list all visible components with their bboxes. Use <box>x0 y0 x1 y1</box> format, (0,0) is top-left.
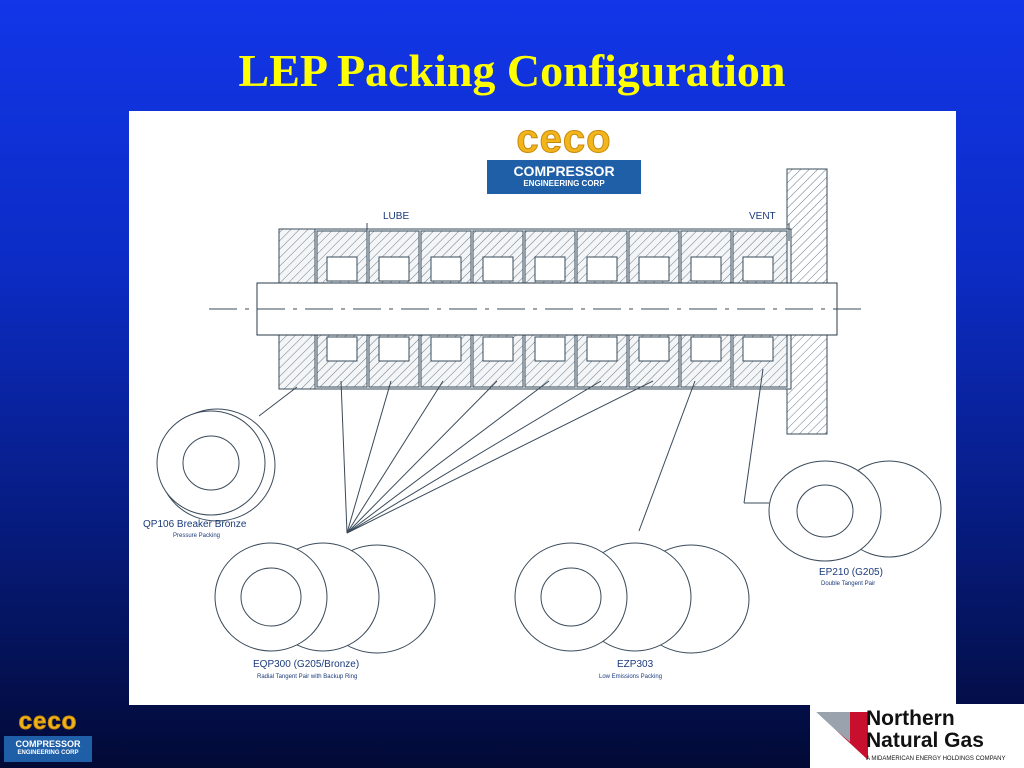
ceco-logo-bottom: ceco COMPRESSOR ENGINEERING CORP <box>4 708 92 766</box>
ceco-line2-small: ENGINEERING CORP <box>17 750 79 756</box>
ep210-rings <box>768 460 942 562</box>
vent-label: VENT <box>749 211 776 222</box>
packing-diagram: LUBE VENT QP106 Breaker Bronze Pressure … <box>129 111 956 705</box>
leader-lines <box>258 368 769 534</box>
northern-natural-gas-logo: Northern Natural Gas A MIDAMERICAN ENERG… <box>810 704 1024 768</box>
ng-tagline: A MIDAMERICAN ENERGY HOLDINGS COMPANY <box>866 756 1006 762</box>
ceco-line2: ENGINEERING CORP <box>523 179 605 188</box>
part-ep210-desc: Double Tangent Pair <box>821 581 875 587</box>
ceco-wordmark-small: ceco <box>18 708 78 736</box>
part-ep210-name: EP210 (G205) <box>819 567 883 578</box>
part-eqp300-desc: Radial Tangent Pair with Backup Ring <box>257 674 357 680</box>
slide-title: LEP Packing Configuration <box>238 45 786 96</box>
part-qp106-desc: Pressure Packing <box>173 533 220 539</box>
ceco-line1-small: COMPRESSOR <box>15 739 81 749</box>
part-ezp303-name: EZP303 <box>617 659 654 670</box>
ceco-wordmark: ceco <box>516 117 612 161</box>
lube-label: LUBE <box>383 211 409 222</box>
part-ezp303-desc: Low Emissions Packing <box>599 674 662 680</box>
eqp300-rings <box>214 542 436 654</box>
part-eqp300-name: EQP300 (G205/Bronze) <box>253 659 359 670</box>
ng-line2: Natural Gas <box>866 729 984 752</box>
ceco-logo-top: ceco COMPRESSOR ENGINEERING CORP <box>487 118 641 200</box>
ezp303-rings <box>514 542 750 654</box>
part-qp106-name: QP106 Breaker Bronze <box>143 519 247 530</box>
packing-diagram-svg: LUBE VENT QP106 Breaker Bronze Pressure … <box>143 168 942 680</box>
ng-mark-icon <box>814 712 868 762</box>
ng-line1: Northern <box>866 707 955 730</box>
qp106-ring <box>156 408 276 522</box>
ceco-line1: COMPRESSOR <box>513 163 615 179</box>
